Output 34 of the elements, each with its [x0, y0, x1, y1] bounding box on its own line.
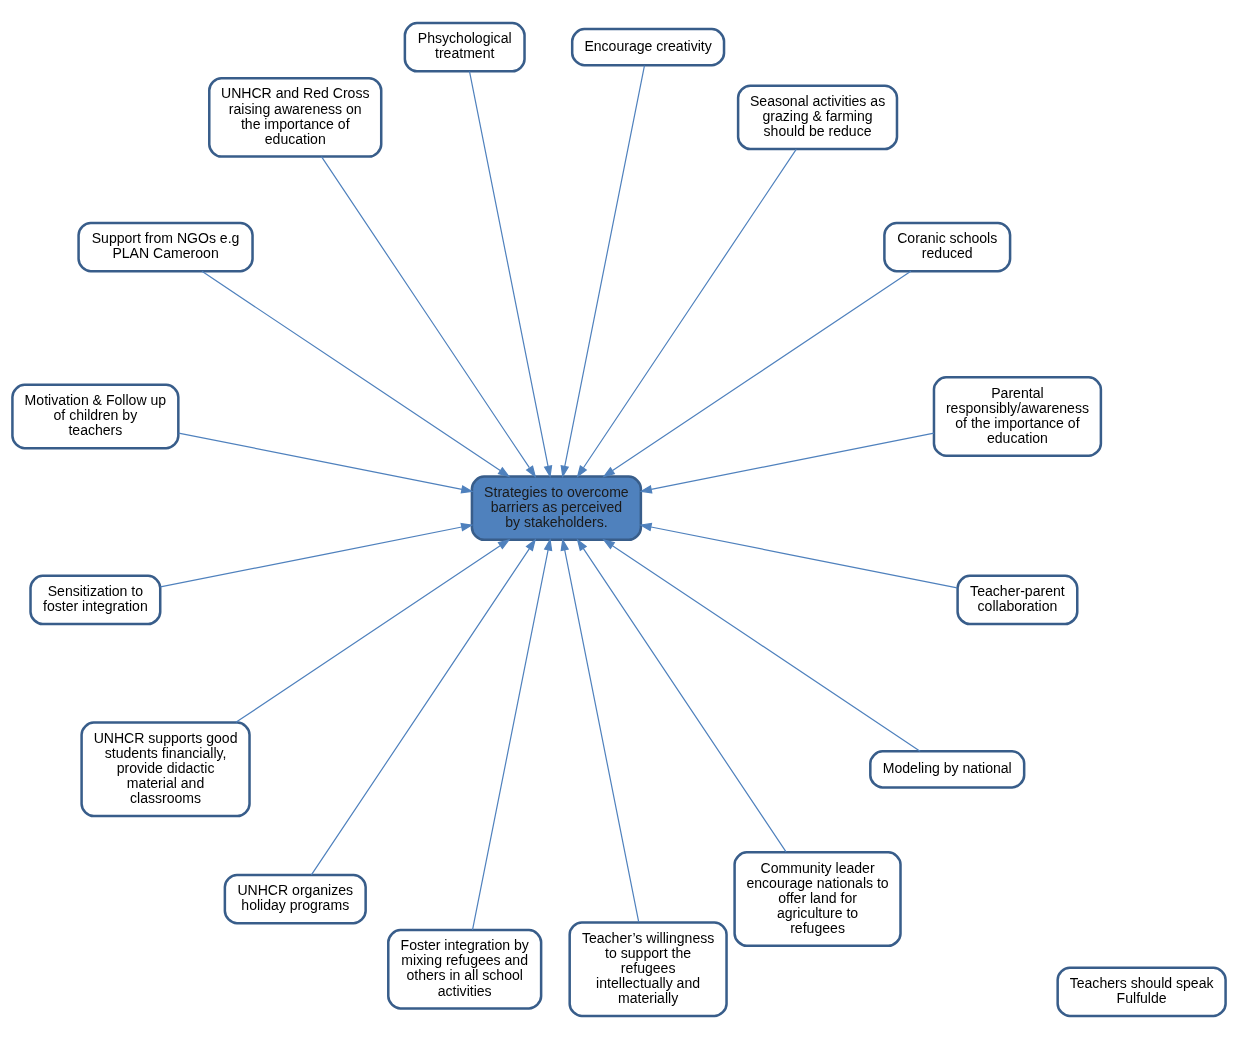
arrow	[201, 270, 511, 477]
arrow	[235, 538, 511, 723]
arrow	[560, 537, 640, 923]
arrow	[159, 522, 474, 588]
node-box: Phsychological treatment	[403, 21, 526, 73]
arrow	[576, 537, 787, 852]
arrow	[602, 538, 921, 752]
arrow	[468, 70, 553, 478]
arrow	[471, 537, 553, 931]
arrow	[602, 270, 912, 477]
arrow	[576, 148, 797, 478]
node-box: Strategies to overcome barriers as perceived by stakeholders.	[470, 474, 643, 541]
node-box: Support from NGOs e.g PLAN Cameroon	[77, 221, 254, 272]
node-box: Community leader encourage nationals to offer land for agriculture to refugees	[733, 850, 902, 947]
node-box: Teachers should speak Fulfulde	[1056, 965, 1227, 1017]
node-box: Teacher-parent collaboration	[956, 574, 1079, 625]
arrow	[320, 155, 537, 478]
node-box: Teacher’s willingness to support the refugees intellectually and materially	[568, 920, 728, 1017]
node-box: Foster integration by mixing refugees and others in all school activities	[387, 928, 543, 1010]
node-box: UNHCR supports good students financially, provide didactic material and classrooms	[80, 720, 251, 817]
node-box: UNHCR organizes holiday programs	[223, 873, 367, 924]
node-box: Sensitization to foster integration	[29, 574, 162, 625]
arrow	[639, 432, 935, 493]
node-box: Coranic schools reduced	[883, 221, 1012, 272]
arrow	[560, 64, 646, 478]
node-box: Modeling by national	[869, 749, 1026, 789]
node-box: Parental responsibly/awareness of the importance of education	[932, 375, 1103, 457]
node-box: UNHCR and Red Cross raising awareness on the importance of education	[208, 76, 383, 158]
arrow	[310, 538, 537, 875]
node-box: Motivation & Follow up of children by teachers	[11, 383, 180, 449]
node-box: Encourage creativity	[570, 27, 726, 66]
arrow	[178, 431, 474, 494]
node-box: Seasonal activities as grazing & farming should be reduce	[736, 83, 899, 150]
arrow	[639, 522, 958, 588]
